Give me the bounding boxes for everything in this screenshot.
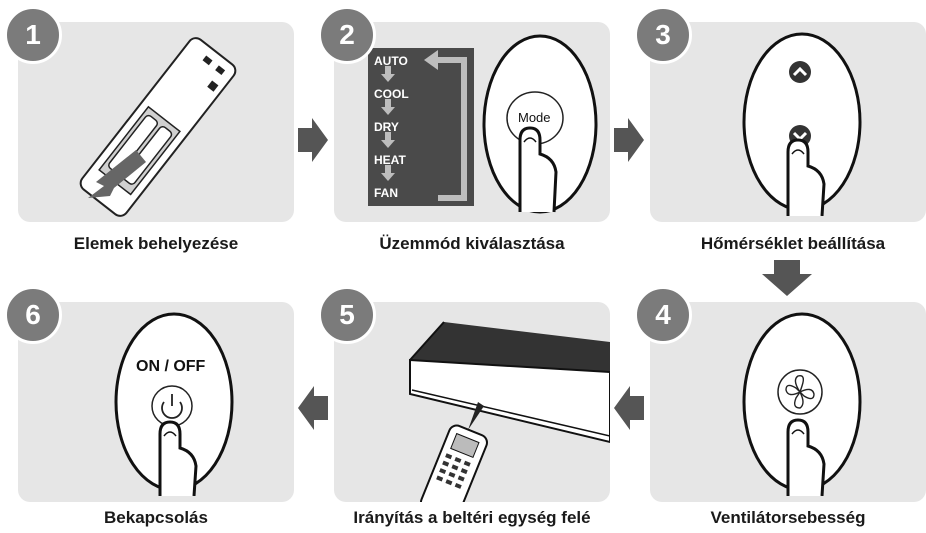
step-1-caption: Elemek behelyezése	[73, 234, 239, 253]
step-5-caption: Irányítás a beltéri egység felé	[353, 508, 591, 527]
step-3-caption: Hőmérséklet beállítása	[700, 234, 886, 253]
arrow-down	[762, 260, 812, 296]
arrow-left-2	[298, 386, 328, 430]
step-5-badge: 5	[318, 286, 376, 344]
step-6-badge: 6	[4, 286, 62, 344]
step-6-panel: ON / OFF	[18, 302, 294, 502]
temperature-remote-oval	[742, 32, 862, 216]
step-1-panel	[18, 22, 294, 222]
mode-fan: FAN	[374, 186, 398, 200]
power-icon	[161, 394, 183, 419]
step-4-badge: 4	[634, 286, 692, 344]
remote-pointing	[419, 424, 488, 502]
step-5-panel	[334, 302, 610, 502]
mode-cool: COOL	[374, 87, 409, 101]
mode-dry: DRY	[374, 120, 399, 134]
up-arrow-icon	[789, 61, 811, 83]
arrow-left-1	[614, 386, 644, 430]
mode-button[interactable]: Mode	[518, 110, 551, 125]
power-button[interactable]: ON / OFF	[136, 358, 206, 375]
mode-arrows	[381, 50, 467, 201]
fan-icon	[785, 375, 815, 409]
step-4-caption: Ventilátorsebesség	[710, 508, 866, 527]
arrow-right-1	[298, 118, 328, 162]
fan-remote-oval	[742, 312, 862, 496]
step-6-caption: Bekapcsolás	[104, 508, 208, 527]
mode-heat: HEAT	[374, 153, 406, 167]
mode-auto: AUTO	[374, 54, 408, 68]
arrow-right-2	[614, 118, 644, 162]
step-2-badge: 2	[318, 6, 376, 64]
step-4-panel	[650, 302, 926, 502]
step-1-badge: 1	[4, 6, 62, 64]
step-2-caption: Üzemmód kiválasztása	[379, 234, 565, 253]
indoor-unit-illustration	[409, 321, 610, 502]
step-3-badge: 3	[634, 6, 692, 64]
remote-battery-illustration	[79, 37, 237, 217]
power-remote-oval	[114, 312, 234, 496]
step-3-panel	[650, 22, 926, 222]
mode-cycle-list: AUTO COOL DRY HEAT FAN	[368, 48, 474, 206]
mode-remote-oval	[482, 34, 598, 214]
step-2-panel: AUTO COOL DRY HEAT FAN Mode	[334, 22, 610, 222]
